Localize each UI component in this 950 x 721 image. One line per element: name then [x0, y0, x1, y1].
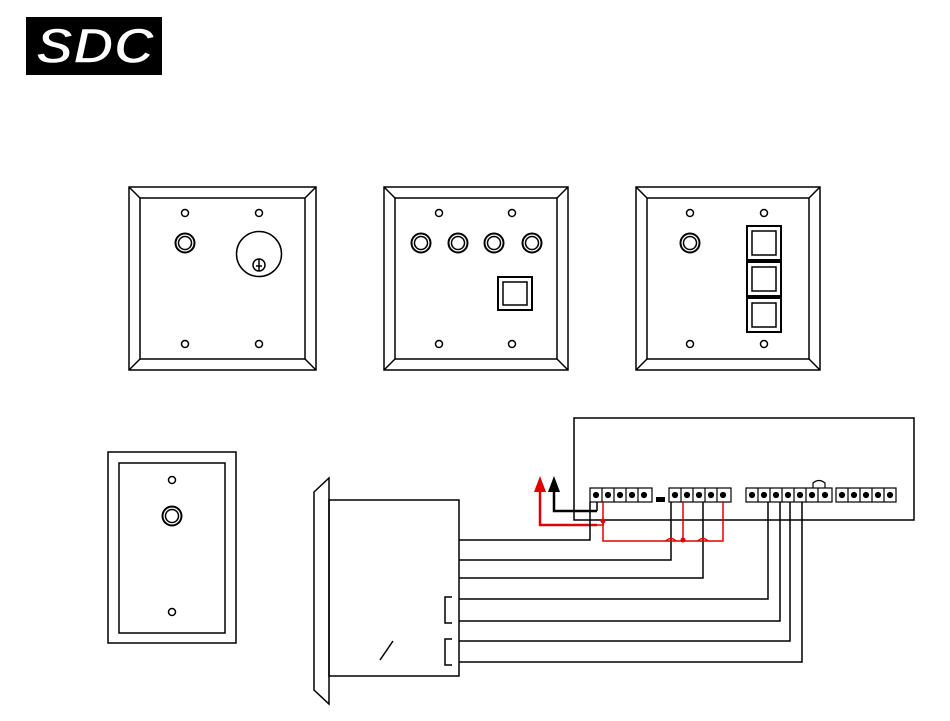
- terminal-block-3: [746, 488, 832, 502]
- led-indicator-icon: [412, 234, 431, 253]
- controller-module: [574, 418, 914, 520]
- screw-hole-icon: [687, 341, 694, 348]
- jumper-header: [656, 497, 665, 502]
- push-button-icon: [747, 298, 781, 332]
- plate-single-led: [108, 452, 236, 643]
- push-button-icon: [747, 262, 781, 296]
- terminal-block-1: [590, 488, 652, 502]
- led-indicator-icon: [523, 234, 542, 253]
- screw-hole-icon: [687, 210, 694, 217]
- screw-hole-icon: [182, 341, 189, 348]
- led-indicator-icon: [176, 234, 195, 253]
- screw-hole-icon: [256, 210, 263, 217]
- screw-hole-icon: [169, 477, 176, 484]
- terminal-block-2: [669, 488, 731, 502]
- jumper-loop-icon: [813, 481, 825, 489]
- logo-text: SDC: [36, 18, 155, 74]
- led-indicator-icon: [681, 234, 700, 253]
- black-wires: [459, 502, 802, 662]
- screw-hole-icon: [436, 341, 443, 348]
- screw-hole-icon: [256, 341, 263, 348]
- screw-hole-icon: [169, 609, 176, 616]
- plate-led-three-buttons: [636, 187, 820, 370]
- red-wires: [597, 502, 723, 541]
- wire-bracket-lower: [445, 639, 452, 665]
- led-indicator-icon: [485, 234, 504, 253]
- terminal-block-4: [836, 488, 896, 502]
- screw-hole-icon: [761, 210, 768, 217]
- plate-four-leds-button: [384, 187, 568, 370]
- company-logo: SDC: [26, 17, 162, 75]
- wire-bracket-upper: [445, 597, 452, 623]
- arrow-up-black-icon: [548, 476, 560, 492]
- led-indicator-icon: [163, 507, 182, 526]
- screw-hole-icon: [436, 210, 443, 217]
- screw-hole-icon: [761, 341, 768, 348]
- screw-hole-icon: [509, 341, 516, 348]
- led-indicator-icon: [449, 234, 468, 253]
- screw-hole-icon: [182, 210, 189, 217]
- key-cylinder-icon: [237, 232, 282, 277]
- screw-hole-icon: [509, 210, 516, 217]
- power-input-wires: [534, 476, 597, 525]
- arrow-up-red-icon: [534, 476, 546, 492]
- push-button-icon: [498, 277, 532, 310]
- plate-keyswitch-led: [129, 187, 316, 370]
- push-button-icon: [747, 226, 781, 260]
- lock-device: [314, 478, 459, 704]
